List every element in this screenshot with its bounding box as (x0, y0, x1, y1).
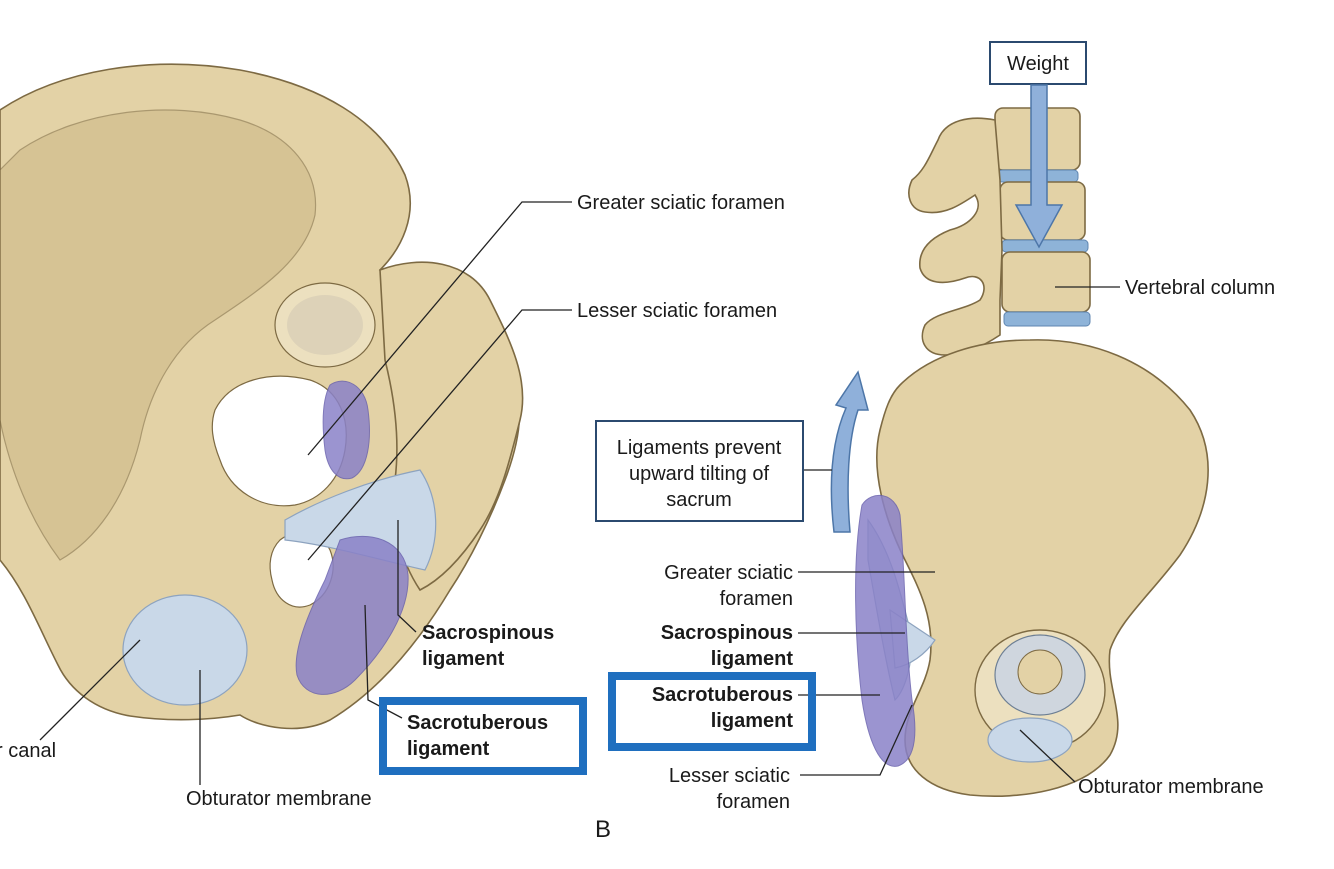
greater-sciatic-foramen-opening (211, 375, 347, 507)
left-pelvis-figure (0, 63, 524, 730)
weight-box (989, 41, 1087, 85)
label-sacrospinous-b-2: ligament (711, 648, 794, 670)
label-ligaments-prevent-1: Ligaments prevent (617, 437, 782, 459)
label-weight: Weight (1007, 53, 1069, 75)
weight-arrow (1014, 84, 1064, 249)
leader-obturator-membrane-b (1019, 729, 1076, 783)
label-greater-sciatic-b-1: Greater sciatic (664, 562, 793, 584)
label-lesser-sciatic-b-1: Lesser sciatic (669, 765, 790, 787)
label-vertebral-column: Vertebral column (1125, 277, 1275, 299)
sacrum-ilium-lateral (876, 339, 1209, 798)
label-sacrospinous-a-2: ligament (422, 648, 505, 670)
leader-greater-sciatic-a (307, 201, 572, 456)
panel-label-b: B (595, 816, 611, 843)
label-lesser-sciatic-foramen-a: Lesser sciatic foramen (577, 300, 777, 322)
label-ligaments-prevent-2: upward tilting of (629, 463, 770, 485)
articular-surface-texture (287, 295, 363, 355)
leader-obturator-canal (39, 639, 141, 741)
label-obturator-membrane-b: Obturator membrane (1078, 776, 1264, 798)
label-sacrotuberous-b-2: ligament (711, 710, 794, 732)
label-ligaments-prevent-3: sacrum (666, 489, 732, 511)
disc-3 (1003, 311, 1091, 327)
label-sacrotuberous-a-1: Sacrotuberous (407, 712, 548, 734)
label-greater-sciatic-b-2: foramen (720, 588, 793, 610)
label-sacrospinous-b-1: Sacrospinous (661, 622, 793, 644)
leader-lesser-sciatic-b (800, 704, 913, 776)
label-sacrotuberous-b-1: Sacrotuberous (652, 684, 793, 706)
vertebra-3 (1001, 251, 1091, 313)
label-obturator-canal-partial: r canal (0, 740, 56, 762)
highlight-box-sacrotuberous-a (379, 697, 587, 775)
vertebral-processes (908, 117, 1003, 356)
right-pelvis-figure (855, 107, 1209, 798)
leader-sacrospinous-a (397, 520, 417, 633)
acetabulum-inner (1017, 649, 1063, 695)
label-sacrospinous-a-1: Sacrospinous (422, 622, 554, 644)
ligaments-prevent-box (595, 420, 804, 522)
label-sacrotuberous-a-2: ligament (407, 738, 490, 760)
sacrotuberous-upper-left (322, 380, 370, 480)
leader-sacrotuberous-a (364, 604, 403, 719)
label-greater-sciatic-foramen-a: Greater sciatic foramen (577, 192, 785, 214)
leader-lesser-sciatic-a (307, 309, 572, 561)
disc-2 (1001, 239, 1089, 253)
label-obturator-membrane-a: Obturator membrane (186, 788, 372, 810)
sacrotuberous-ligament-right (855, 494, 916, 767)
tilt-arrow (830, 370, 869, 533)
label-lesser-sciatic-b-2: foramen (717, 791, 790, 813)
ilium-fossa (0, 109, 317, 561)
highlight-box-sacrotuberous-b (608, 672, 816, 751)
obturator-membrane-left (122, 594, 248, 706)
right-leader-lines (798, 286, 1120, 783)
left-leader-lines (39, 201, 572, 785)
